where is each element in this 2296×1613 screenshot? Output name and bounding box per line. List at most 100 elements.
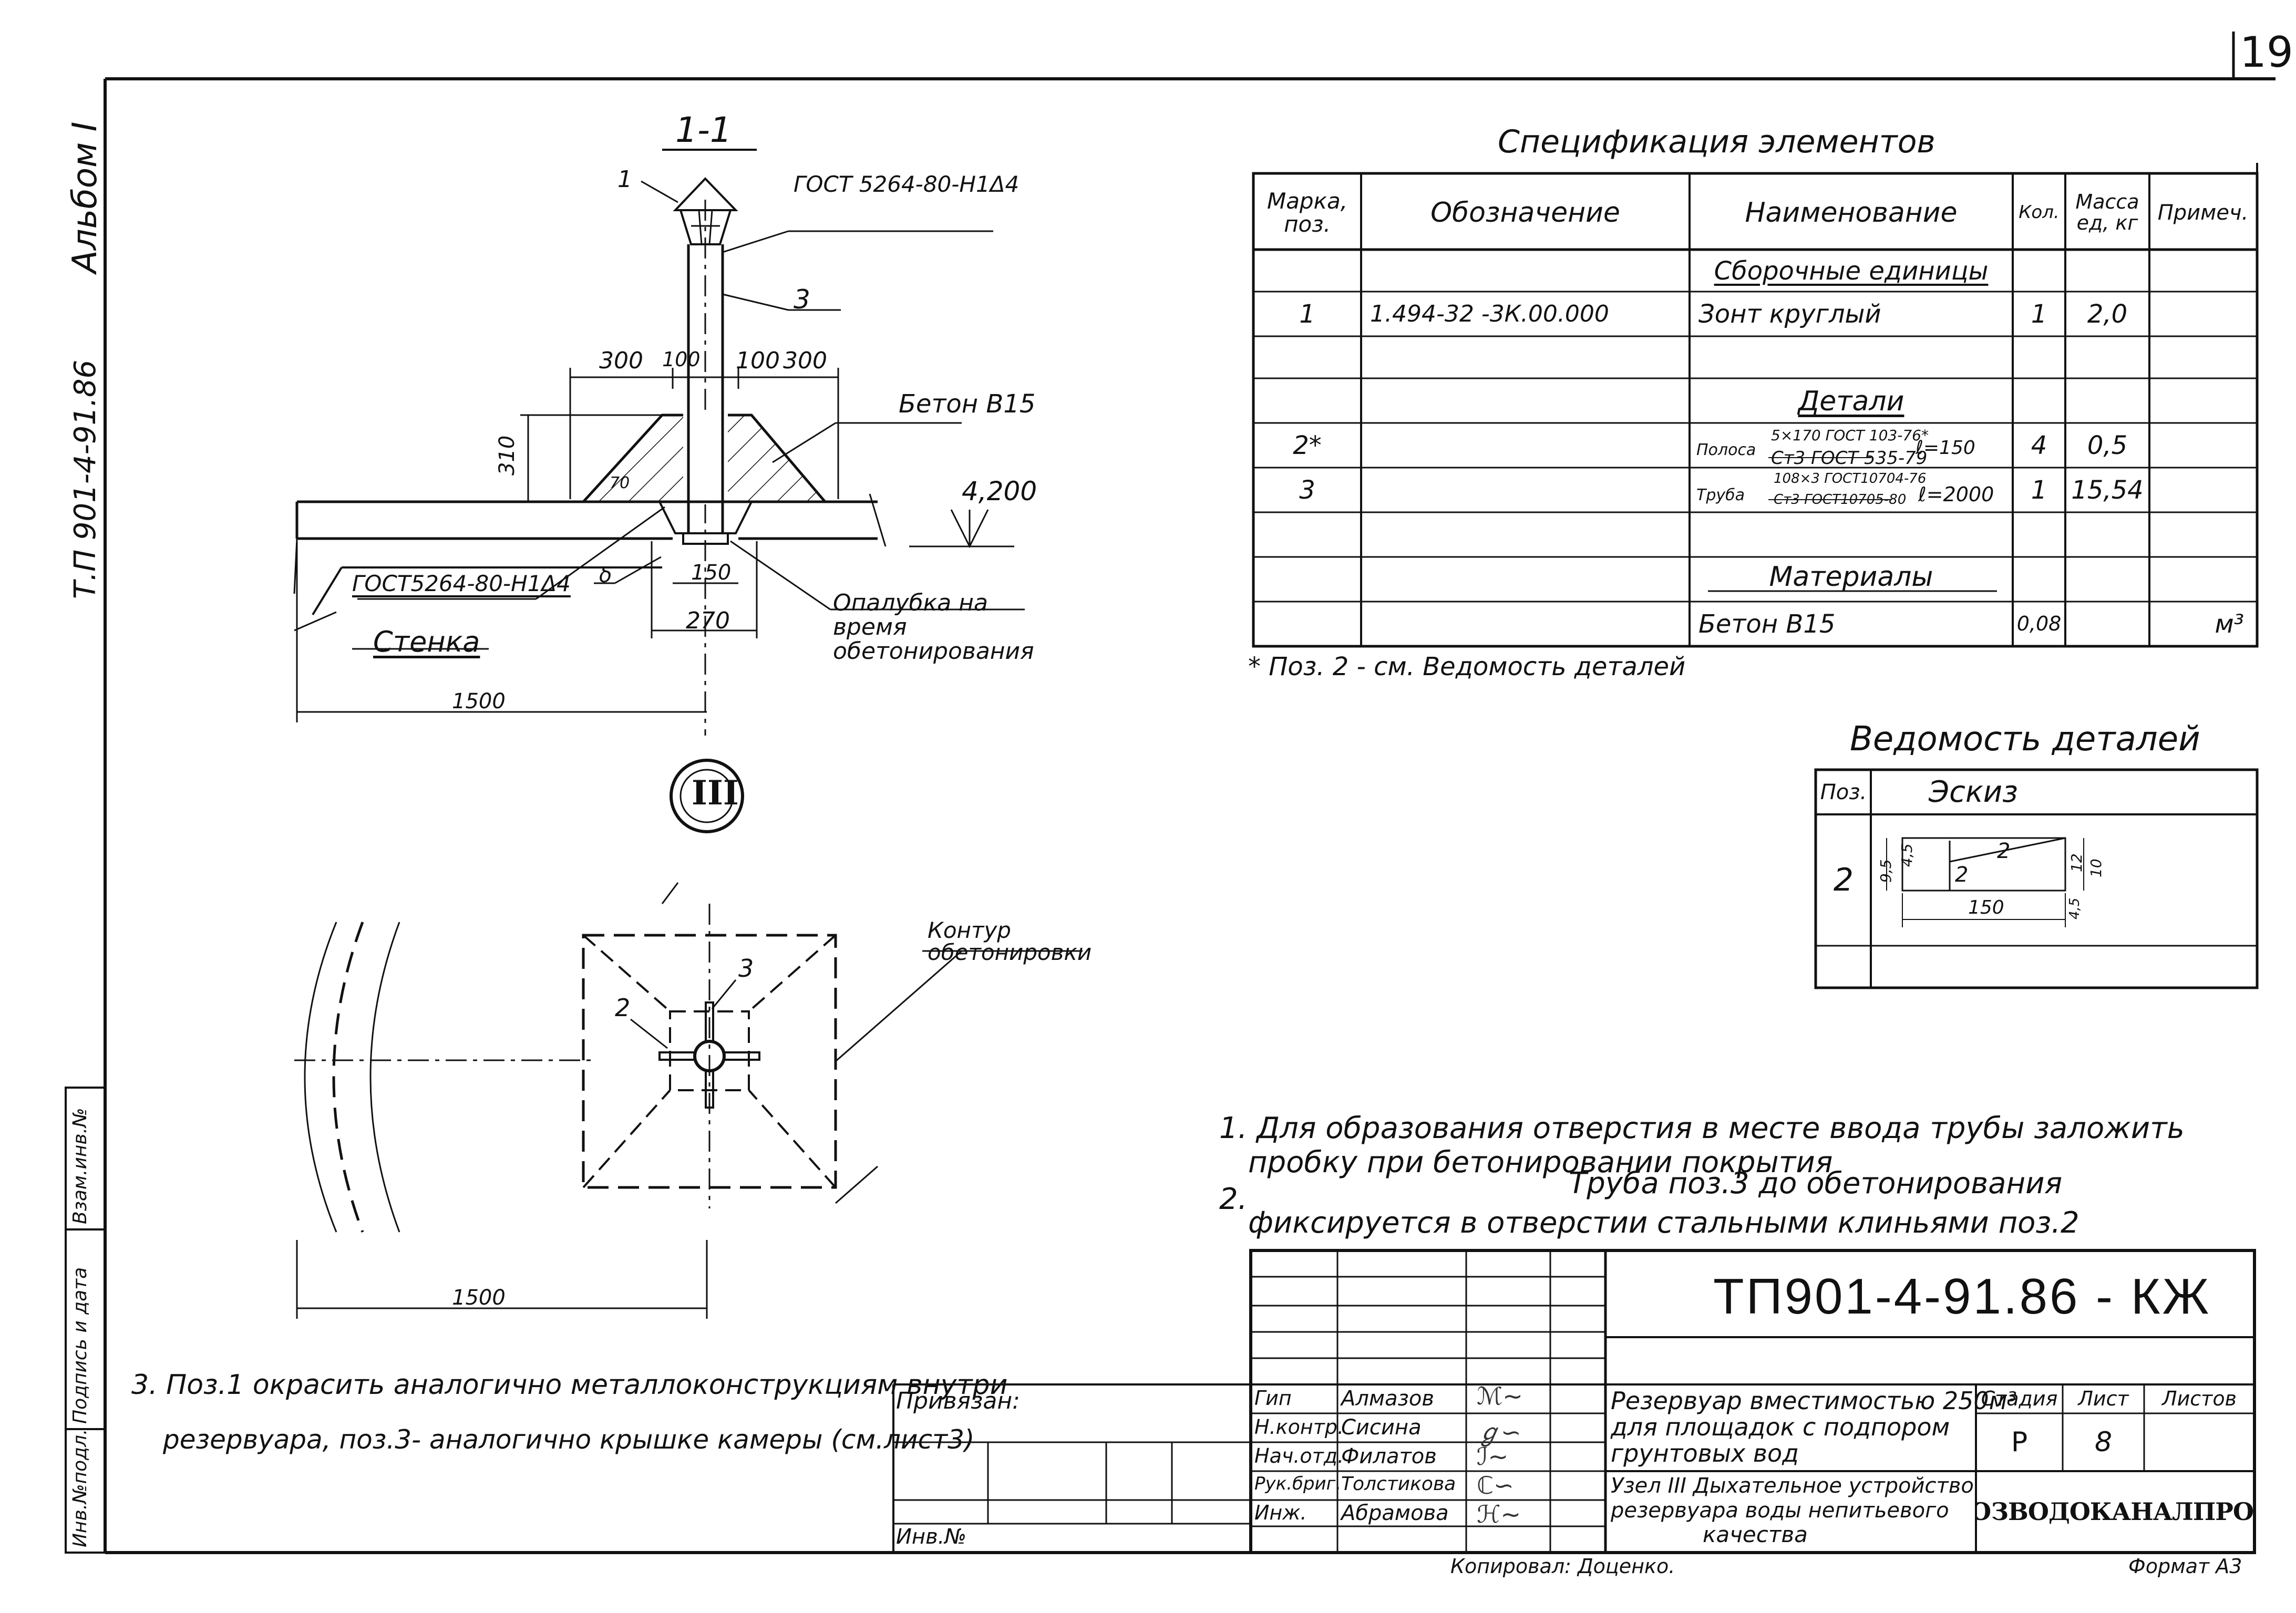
dim-1500-plan: 1500 (452, 1286, 506, 1310)
spec-header-qty: Кол. (2019, 202, 2060, 223)
drawing-code: ТП901-4-91.86 - КЖ (1713, 1268, 2211, 1325)
spec-r2-length: ℓ=150 (1916, 437, 1975, 459)
name-almazov: Алмазов (1341, 1387, 1434, 1411)
spec-r2-bot: Ст3 ГОСТ 535-79 (1771, 448, 1928, 469)
spec-header-designation: Обозначение (1430, 197, 1620, 229)
role-nkontr: Н.контр. (1254, 1415, 1344, 1439)
spec-r1-name: Зонт круглый (1698, 299, 1881, 329)
signature-4: ℂ∽ (1477, 1471, 1514, 1500)
spec-footnote: * Поз. 2 - см. Ведомость деталей (1248, 652, 1686, 681)
format-label: Формат А3 (2128, 1555, 2242, 1578)
album-label: Альбом I (66, 121, 105, 273)
note-2b: фиксируется в отверстии стальными клинья… (1248, 1206, 2079, 1240)
spec-header-note: Примеч. (2157, 201, 2249, 225)
dim-1500-section: 1500 (452, 689, 506, 714)
role-gip: Гип (1254, 1387, 1292, 1410)
section-pos3: 3 (794, 284, 810, 315)
doc-side-code: Т.П 901-4-91.86 (68, 359, 102, 599)
note-1b: пробку при бетонировании покрытия (1248, 1145, 1833, 1180)
name-filatov: Филатов (1341, 1444, 1437, 1469)
section-gost-top: ГОСТ 5264-80-Н1Δ4 (794, 171, 1020, 197)
details-header-pos: Поз. (1820, 780, 1867, 804)
stage-value: Р (2011, 1426, 2028, 1458)
note-3b: резервуара, поз.3- аналогично крышке кам… (163, 1424, 975, 1455)
section-gost-left: ГОСТ5264-80-Н1Δ4 (352, 571, 571, 596)
name-tolstikova: Толстикова (1341, 1473, 1456, 1495)
spec-r1-designation: 1.494-32 -3К.00.000 (1370, 300, 1609, 327)
signature-5: ℋ~ (1477, 1500, 1521, 1528)
plan-pos2: 2 (615, 994, 631, 1022)
dim-310: 310 (495, 435, 519, 475)
sketch-d95: 9,5 (1877, 859, 1895, 883)
dim-300-left: 300 (599, 347, 643, 374)
section-wall: Стенка (373, 625, 480, 658)
name-abramova: Абрамова (1341, 1501, 1449, 1525)
node-line-b: резервуара воды непитьевого (1611, 1498, 1949, 1523)
project-line-b: для площадок с подпором (1611, 1413, 1950, 1441)
node-number: III (692, 773, 739, 813)
spec-header-mark: Марка, поз. (1267, 188, 1348, 237)
spec-section-details: Детали (1798, 385, 1904, 417)
spec-header-mass: Масса ед, кг (2075, 190, 2139, 234)
sketch-label-b: 2 (1955, 863, 1969, 887)
role-nachotd: Нач.отд. (1254, 1444, 1344, 1467)
left-strip-inv: Инв.№подл. (69, 1429, 91, 1547)
copied-by: Копировал: Доценко. (1450, 1555, 1675, 1578)
sketch-label-a: 2 (1997, 839, 2011, 863)
spec-section-assembly: Сборочные единицы (1714, 256, 1989, 286)
note-2a: Труба поз.3 до обетонирования (1569, 1166, 2063, 1201)
sketch-d45b: 4,5 (2067, 897, 2083, 919)
plan-contour: Контур обетонировки (928, 917, 1092, 965)
plan-pos3: 3 (738, 954, 754, 983)
note-1a: 1. Для образования отверстия в месте вво… (1219, 1111, 2185, 1145)
spec-r1-qty: 1 (2031, 299, 2047, 329)
spec-r1-mass: 2,0 (2087, 299, 2128, 329)
section-formwork-text: Опалубка на время обетонирования (833, 590, 1034, 665)
sketch-d45: 4,5 (1898, 843, 1916, 867)
dim-100-right: 100 (736, 347, 780, 374)
sketch-len: 150 (1968, 897, 2004, 918)
signature-1: ℳ~ (1477, 1382, 1523, 1410)
spec-section-materials: Материалы (1769, 561, 1933, 593)
sheet-value: 8 (2094, 1426, 2113, 1458)
details-title: Ведомость деталей (1850, 720, 2200, 759)
project-line-c: грунтовых вод (1611, 1439, 1799, 1467)
sheet-header: Лист (2078, 1387, 2129, 1411)
spec-r2-qty: 4 (2031, 430, 2047, 460)
stage-header: Стадия (1981, 1387, 2058, 1411)
signature-3: ℐ~ (1477, 1442, 1509, 1471)
note-2-num: 2. (1219, 1182, 1248, 1216)
spec-r4-note: м³ (2215, 609, 2244, 639)
spec-r3-prefix: Труба (1696, 486, 1745, 504)
spec-r2-prefix: Полоса (1696, 441, 1756, 459)
signature-2: ℊ∽ (1477, 1418, 1521, 1446)
dim-150: 150 (691, 561, 732, 585)
spec-r1-mark: 1 (1299, 299, 1315, 329)
dim-100-left: 100 (662, 348, 701, 371)
dim-70: 70 (610, 474, 630, 492)
section-formwork: Опалубка на время обетонирования (833, 591, 1043, 664)
details-pos: 2 (1833, 861, 1854, 898)
name-sisina: Сисина (1341, 1415, 1422, 1440)
spec-r3-bot: Ст3 ГОСТ10705-80 (1774, 492, 1907, 508)
sketch-d12: 12 (2068, 853, 2085, 872)
dim-270: 270 (686, 607, 730, 634)
section-pos1: 1 (617, 166, 632, 193)
section-elevation: 4,200 (962, 476, 1037, 506)
section-delta: δ (599, 563, 612, 587)
spec-r3-length: ℓ=2000 (1918, 483, 1994, 506)
inv-label: Инв.№ (896, 1525, 966, 1549)
bound-label: Привязан: (896, 1388, 1020, 1414)
details-header-sketch: Эскиз (1929, 774, 2018, 809)
section-title: 1-1 (675, 110, 732, 150)
org-name: СОЮЗВОДОКАНАЛПРОЕКТ (1977, 1497, 2254, 1526)
spec-title: Спецификация элементов (1498, 123, 1935, 160)
spec-header-name: Наименование (1745, 197, 1958, 229)
spec-r2-top: 5×170 ГОСТ 103-76* (1771, 427, 1929, 444)
note-3a: 3. Поз.1 окрасить аналогично металлоконс… (131, 1369, 1008, 1401)
spec-r2-mark: 2* (1293, 430, 1322, 460)
node-line-a: Узел III Дыхательное устройство (1611, 1474, 1974, 1498)
spec-r3-top: 108×3 ГОСТ10704-76 (1774, 471, 1927, 487)
plan-contour-text: Контур обетонировки (928, 917, 1092, 965)
